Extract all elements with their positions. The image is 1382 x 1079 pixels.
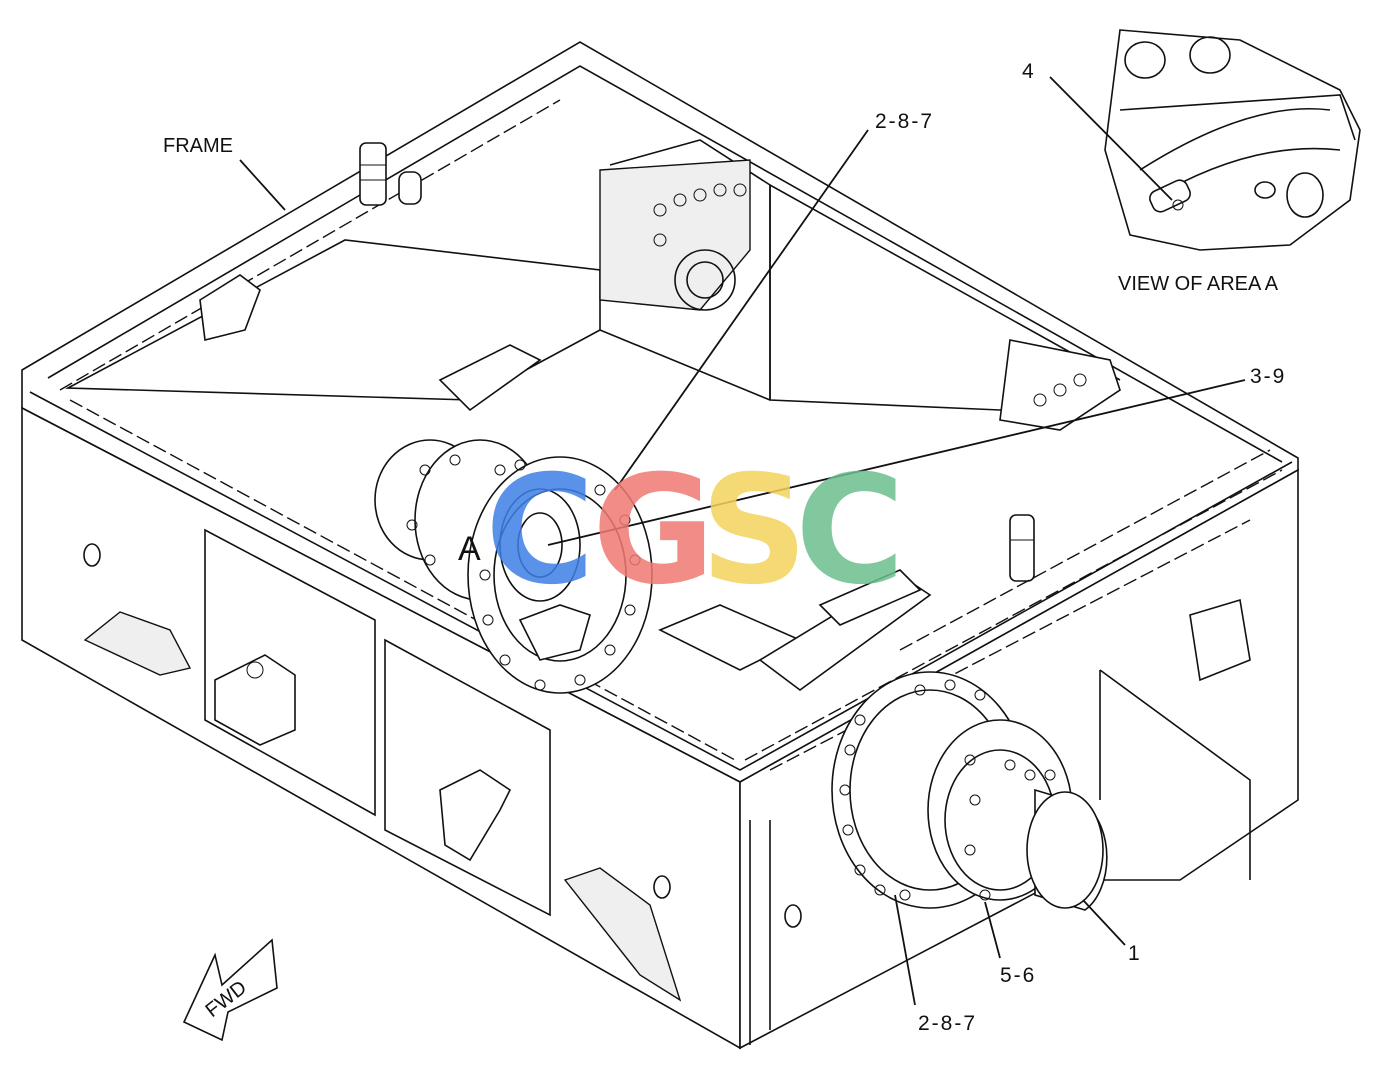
fwd-arrow-icon [182,938,278,1042]
watermark-letter-g: G [592,444,715,618]
cgsc-watermark: C G S C [485,444,905,618]
left-final-drive [374,439,653,694]
view-area-caption: VIEW OF AREA A [1118,273,1279,295]
callout-4: 4 [1022,60,1036,83]
view-of-area-a-inset [1104,29,1361,251]
leader-lines [239,76,1246,1006]
watermark-letter-c2: C [795,444,905,618]
frame-label: FRAME [163,135,233,157]
callout-2-8-7-top: 2-8-7 [875,110,934,133]
callout-3-9: 3-9 [1250,365,1286,388]
watermark-letter-s: S [700,444,808,618]
callout-2-8-7-bottom: 2-8-7 [918,1012,977,1035]
right-final-drive [831,671,1108,911]
callout-5-6: 5-6 [1000,964,1036,987]
callout-1: 1 [1128,942,1142,965]
watermark-letter-c1: C [485,444,595,618]
area-a-marker: A [458,530,481,568]
